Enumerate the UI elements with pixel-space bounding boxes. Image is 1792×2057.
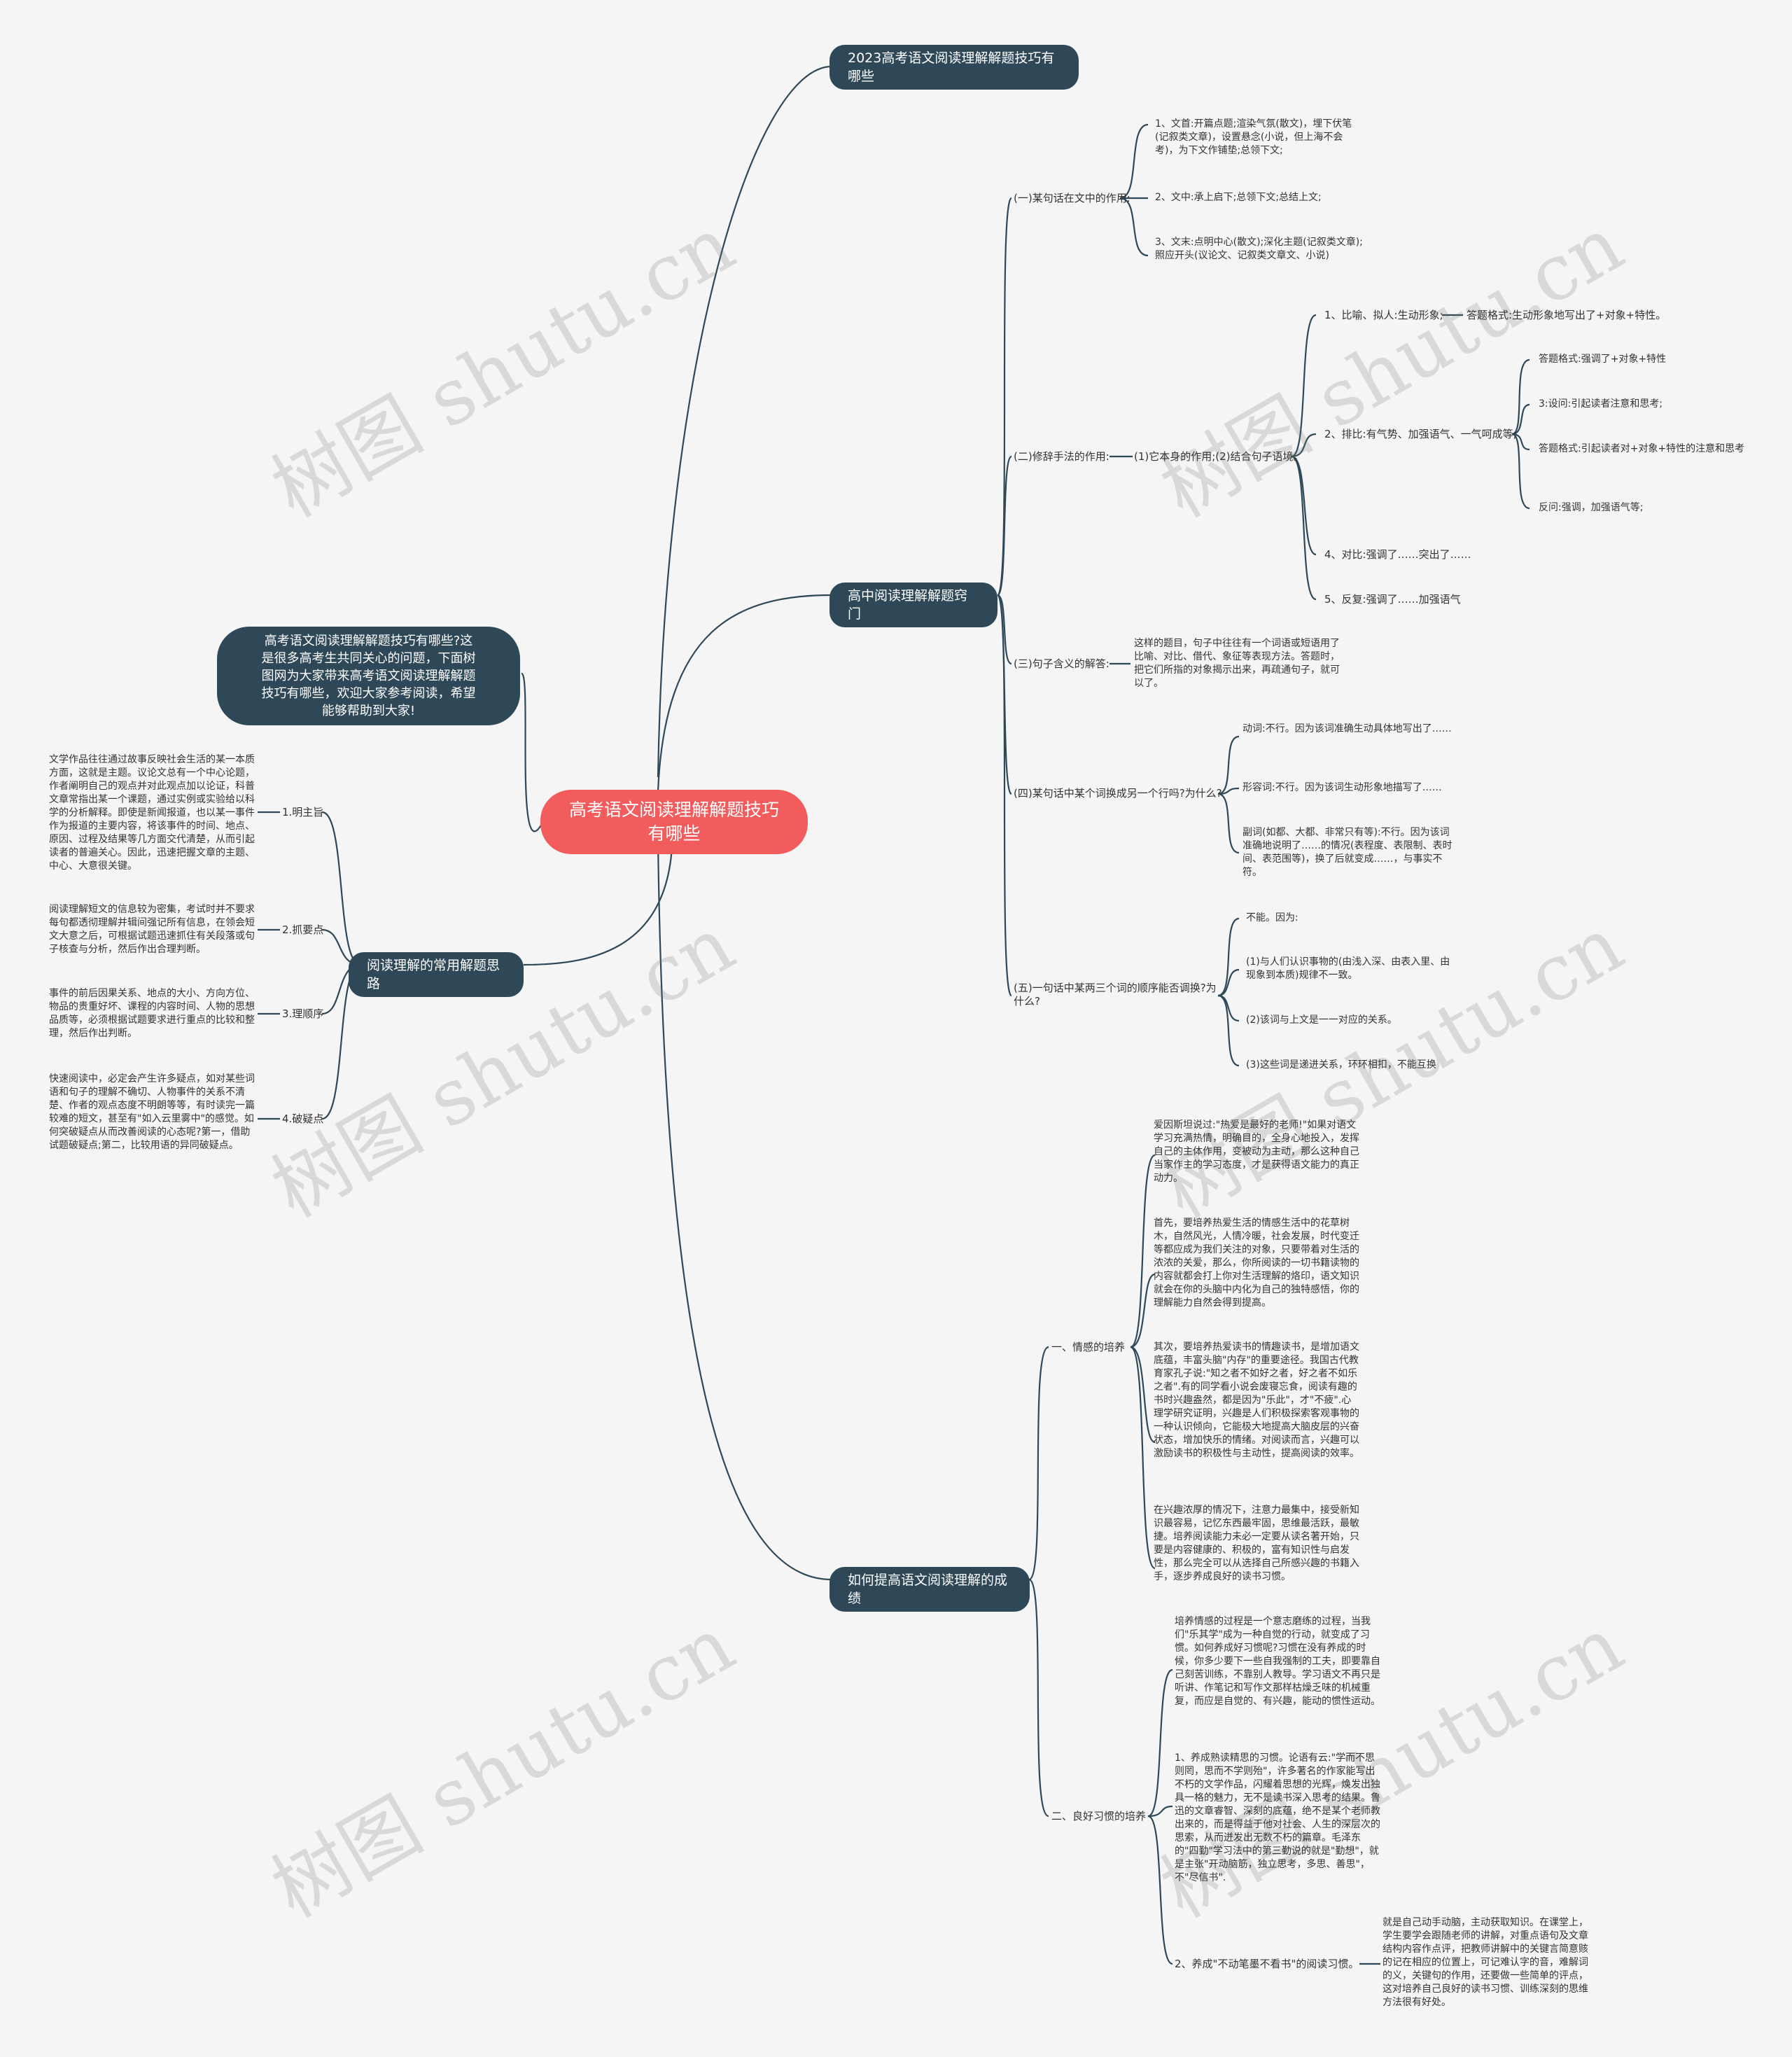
approach-text: 事件的前后因果关系、地点的大小、方向方位、物品的贵重好坏、课程的内容时间、人物的… [49, 988, 255, 1039]
approach-label[interactable]: 4.破疑点 [282, 1113, 324, 1125]
parallelism-item: 反问:强调，加强语气等; [1539, 502, 1644, 513]
sentence-role-item: 1、文首:开篇点题;渲染气氛(散文)，埋下伏笔(记叙类文章)，设置悬念(小说，但… [1155, 118, 1352, 156]
sub-sentence-role[interactable]: (一)某句话在文中的作用: [1014, 192, 1130, 204]
sub-word-order[interactable]: (五)一句话中某两三个词的顺序能否调换?为什么? [1014, 982, 1217, 1007]
rhetoric-metaphor: 1、比喻、拟人:生动形象; [1324, 309, 1443, 321]
parallelism-item: 答题格式:强调了+对象+特性 [1539, 354, 1667, 365]
rhetoric-metaphor-format: 答题格式:生动形象地写出了+对象+特性。 [1466, 309, 1667, 321]
sentence-role-item: 2、文中:承上启下;总领下文;总结上文; [1155, 192, 1322, 203]
parallelism-item: 3:设问:引起读者注意和思考; [1539, 398, 1663, 410]
habit-item: 培养情感的过程是一个意志磨练的过程，当我们"乐其学"成为一种自觉的行动，就变成了… [1175, 1616, 1380, 1707]
word-order-item: (1)与人们认识事物的(由浅入深、由表入里、由现象到本质)规律不一致。 [1246, 956, 1450, 981]
sub-rhetoric[interactable]: (二)修辞手法的作用: [1014, 450, 1110, 463]
parallelism-item: 答题格式:引起读者对+对象+特性的注意和思考 [1539, 443, 1745, 454]
branch-reading-tricks[interactable]: 高中阅读理解解题窍门 [830, 583, 997, 627]
rhetoric-contrast: 4、对比:强调了……突出了…… [1324, 548, 1471, 561]
habit-note-taking: 2、养成"不动笔墨不看书"的阅读习惯。 [1175, 1958, 1359, 1970]
sentence-role-item: 3、文末:点明中心(散文);深化主题(记叙类文章);照应开头(议论文、记叙类文章… [1155, 237, 1363, 261]
sub-word-replace[interactable]: (四)某句话中某个词换成另一个行吗?为什么? [1014, 787, 1222, 800]
sub-emotion-cultivation[interactable]: 一、情感的培养 [1051, 1341, 1126, 1353]
sub-habit-cultivation[interactable]: 二、良好习惯的培养 [1051, 1810, 1147, 1822]
habit-item: 1、养成熟读精思的习惯。论语有云:"学而不思则罔，思而不学则殆"，许多著名的作家… [1175, 1752, 1380, 1883]
rhetoric-repetition: 5、反复:强调了……加强语气 [1324, 593, 1461, 606]
emotion-item: 首先，要培养热爱生活的情感生活中的花草树木，自然风光，人情冷暖，社会发展，时代变… [1154, 1218, 1359, 1309]
approach-text: 文学作品往往通过故事反映社会生活的某一本质方面，这就是主题。议论文总有一个中心论… [49, 754, 255, 872]
root-node[interactable]: 高考语文阅读理解解题技巧有哪些 [540, 790, 808, 854]
word-order-item: (2)该词与上文是一一对应的关系。 [1246, 1014, 1397, 1026]
rhetoric-parallelism: 2、排比:有气势、加强语气、一气呵成等; [1324, 428, 1517, 440]
branch-common-approaches[interactable]: 阅读理解的常用解题思路 [349, 952, 524, 997]
word-replace-item: 动词:不行。因为该词准确生动具体地写出了…… [1242, 723, 1452, 734]
intro-node[interactable]: 高考语文阅读理解解题技巧有哪些?这是很多高考生共同关心的问题，下面树图网为大家带… [217, 627, 520, 725]
word-replace-item: 副词(如都、大都、非常只有等):不行。因为该词准确地说明了……的情况(表程度、表… [1242, 827, 1452, 878]
branch-2023-tips[interactable]: 2023高考语文阅读理解解题技巧有哪些 [830, 45, 1079, 90]
approach-label[interactable]: 1.明主旨 [282, 806, 324, 818]
branch-improve-scores[interactable]: 如何提高语文阅读理解的成绩 [830, 1567, 1030, 1612]
word-replace-item: 形容词:不行。因为该词生动形象地描写了…… [1242, 782, 1442, 793]
sentence-meaning-text: 这样的题目，句子中往往有一个词语或短语用了比喻、对比、借代、象征等表现方法。答题… [1134, 638, 1340, 689]
emotion-item: 在兴趣浓厚的情况下，注意力最集中，接受新知识最容易，记忆东西最牢固，思维最活跃，… [1154, 1505, 1359, 1582]
word-order-item: 不能。因为: [1246, 912, 1298, 923]
approach-label[interactable]: 3.理顺序 [282, 1007, 324, 1020]
emotion-item: 其次，要培养热爱读书的情趣读书，是增加语文底蕴，丰富头脑"内存"的重要途径。我国… [1154, 1341, 1359, 1459]
approach-text: 阅读理解短文的信息较为密集，考试时并不要求每句都透彻理解并辑间强记所有信息，在领… [49, 904, 255, 955]
note-taking-text: 就是自己动手动脑，主动获取知识。在课堂上，学生要学会跟随老师的讲解，对重点语句及… [1382, 1917, 1588, 2008]
word-order-item: (3)这些词是递进关系，环环相扣，不能互换 [1246, 1059, 1436, 1071]
rhetoric-main: (1)它本身的作用;(2)结合句子语境。 [1134, 450, 1304, 463]
approach-text: 快速阅读中，必定会产生许多疑点，如对某些词语和句子的理解不确切、人物事件的关系不… [49, 1073, 255, 1151]
emotion-item: 爱因斯坦说过:"热爱是最好的老师!"如果对语文学习充满热情，明确目的，全身心地投… [1154, 1120, 1359, 1184]
sub-sentence-meaning[interactable]: (三)句子含义的解答: [1014, 657, 1110, 670]
approach-label[interactable]: 2.抓要点 [282, 923, 324, 936]
